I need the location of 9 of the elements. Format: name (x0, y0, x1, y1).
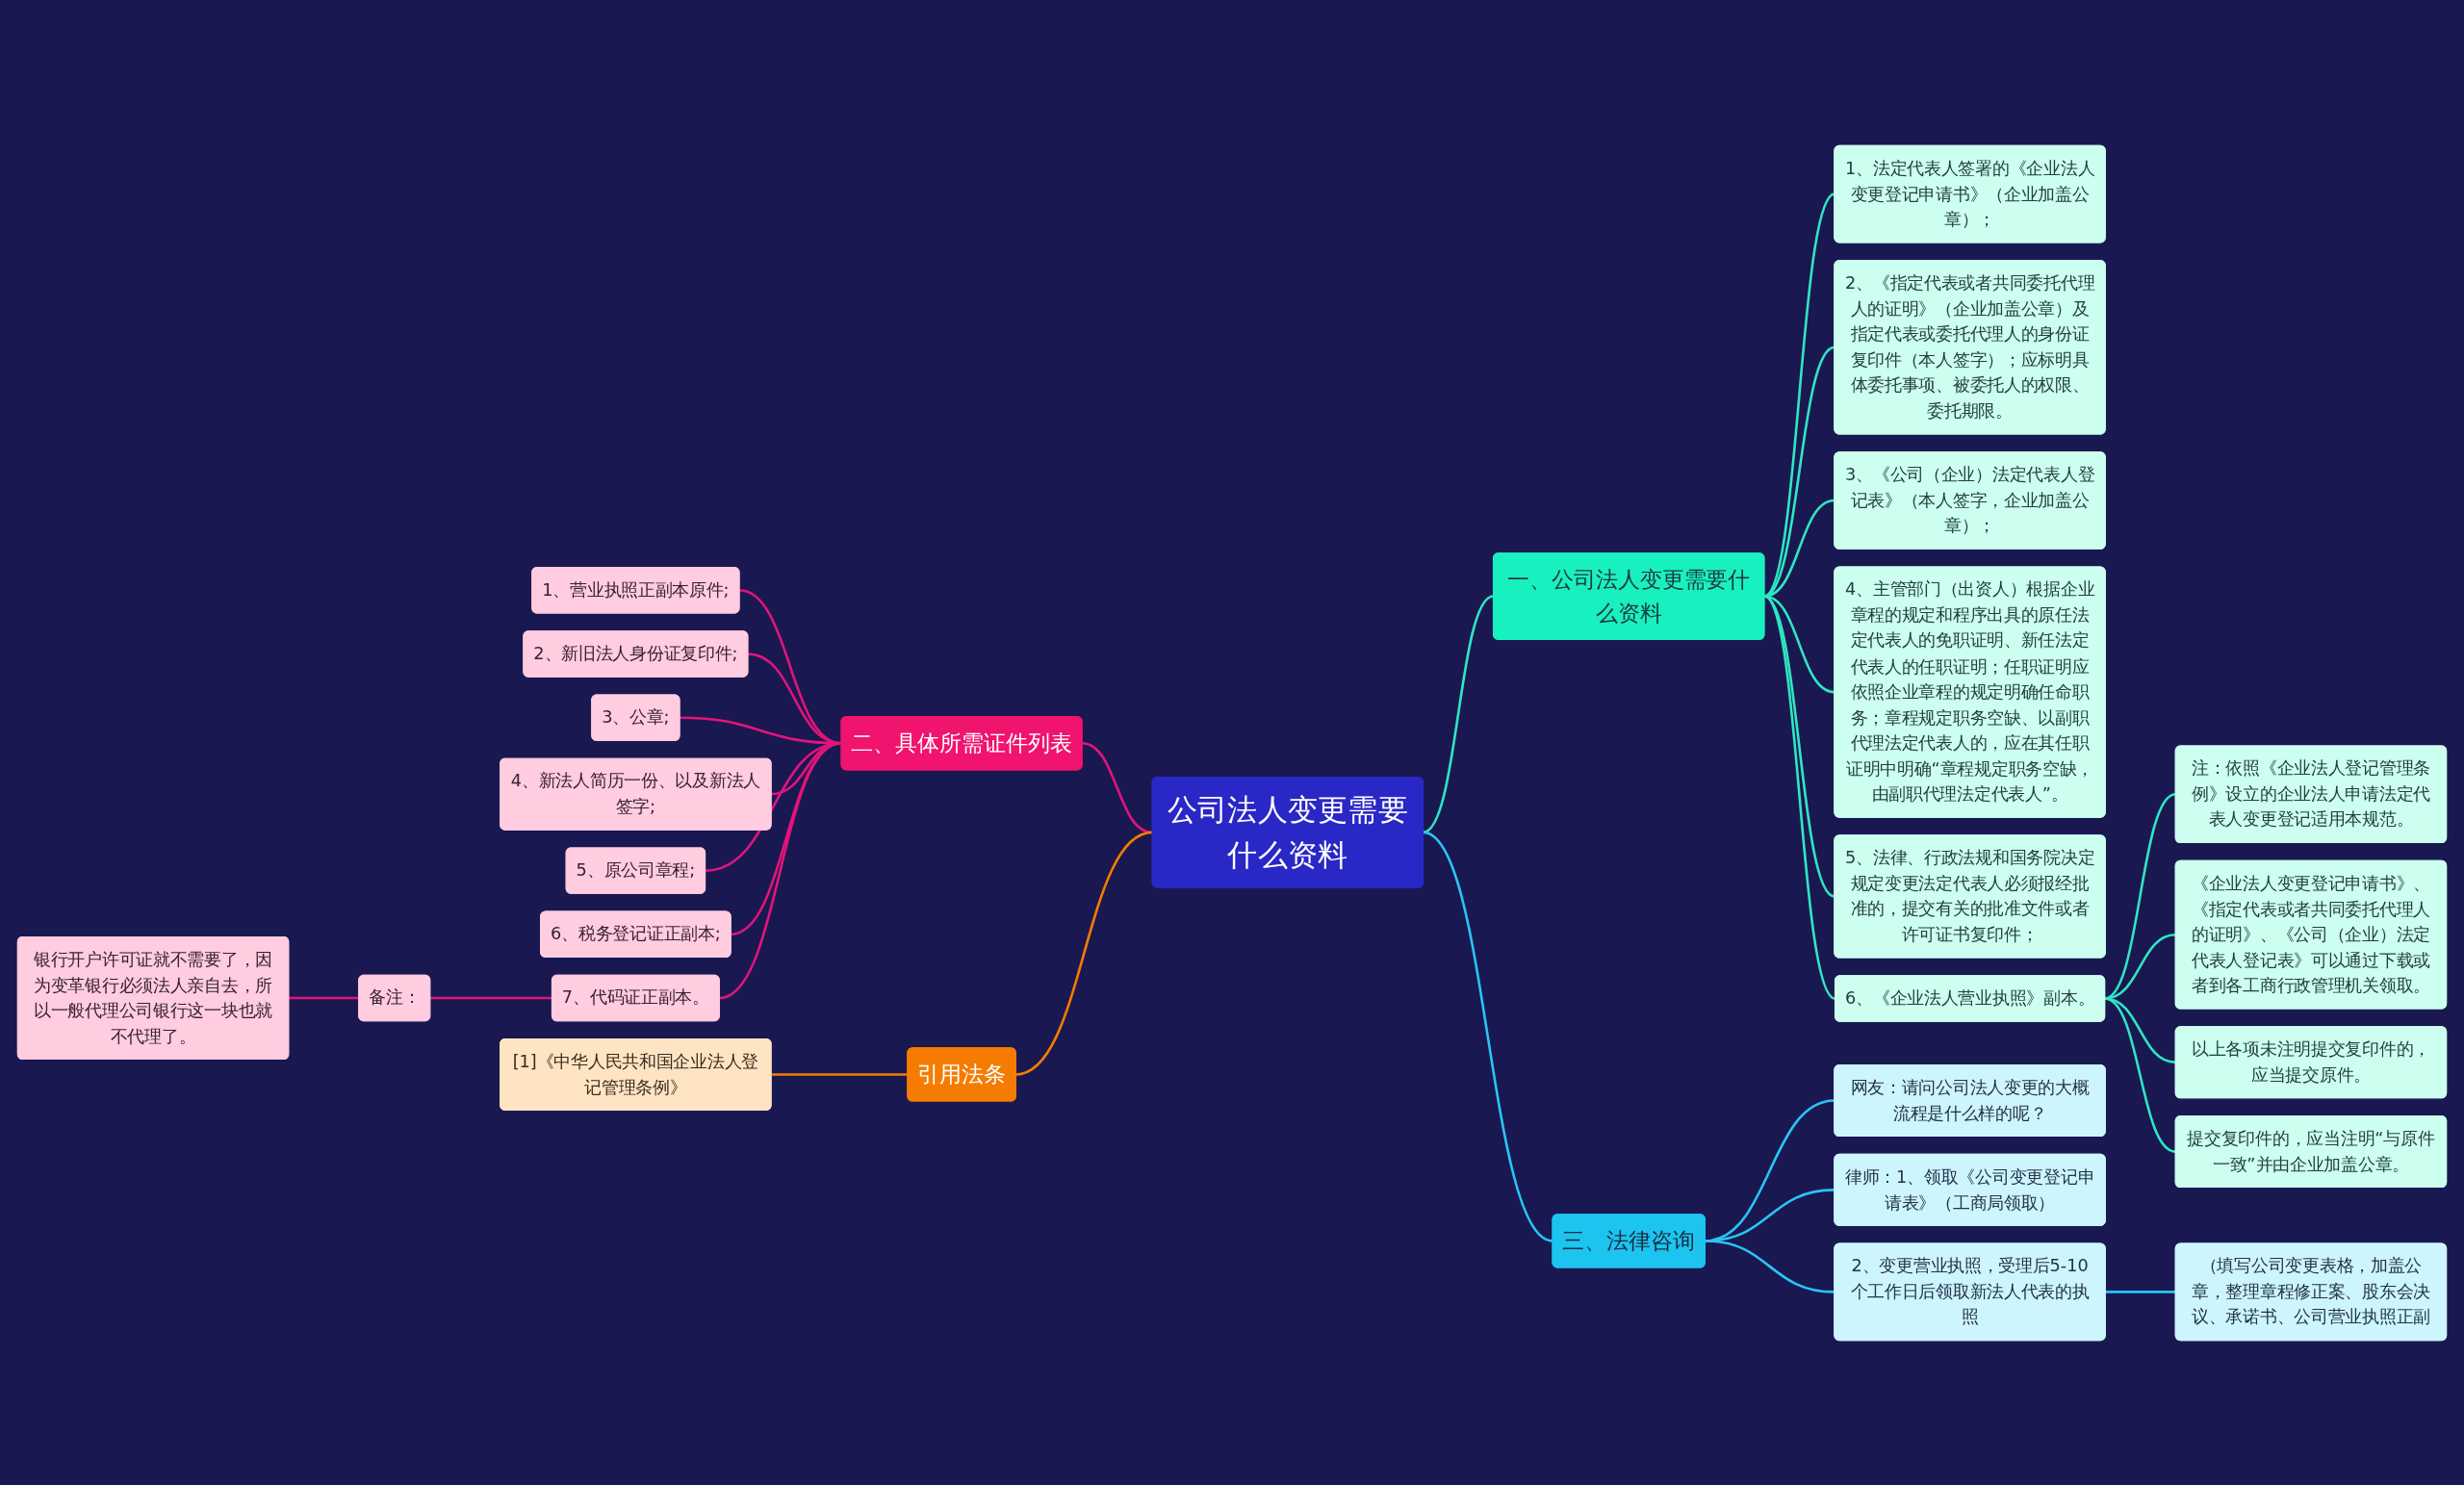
connector (2104, 933, 2176, 1000)
connector (771, 1072, 908, 1076)
connector (429, 996, 552, 999)
connector (2105, 1290, 2176, 1293)
connector (2104, 996, 2176, 1153)
connector (1705, 1239, 1835, 1293)
connector (288, 996, 359, 999)
connector (1015, 831, 1153, 1076)
connector (2104, 792, 2176, 1000)
